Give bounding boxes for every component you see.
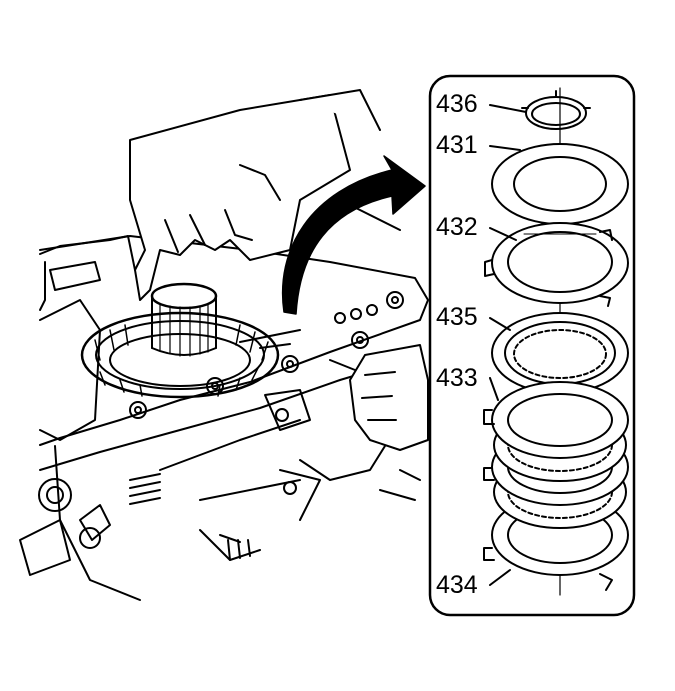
leader-434 — [489, 569, 511, 586]
leader-431 — [489, 145, 521, 151]
leader-435 — [489, 317, 511, 331]
leader-432 — [489, 227, 517, 241]
part-431-plate — [491, 143, 629, 225]
exploded-view-panel: 436 431 432 435 433 434 — [428, 74, 636, 617]
callout-436: 436 — [436, 90, 478, 118]
leader-436 — [489, 104, 527, 113]
part-435-friction-disc — [491, 312, 629, 394]
callout-432: 432 — [436, 213, 478, 241]
hand-illustration — [129, 89, 401, 301]
part-433-clutch-pack — [483, 381, 629, 591]
callout-433: 433 — [436, 364, 478, 392]
callout-431: 431 — [436, 131, 478, 159]
hand-illustration-lower — [349, 344, 429, 451]
part-436-snap-ring — [521, 90, 591, 130]
leader-433 — [489, 377, 499, 401]
part-432-plate — [484, 222, 629, 307]
curved-arrow — [282, 155, 426, 315]
callout-434: 434 — [436, 571, 478, 599]
transmission-case — [19, 235, 429, 601]
callout-435: 435 — [436, 303, 478, 331]
